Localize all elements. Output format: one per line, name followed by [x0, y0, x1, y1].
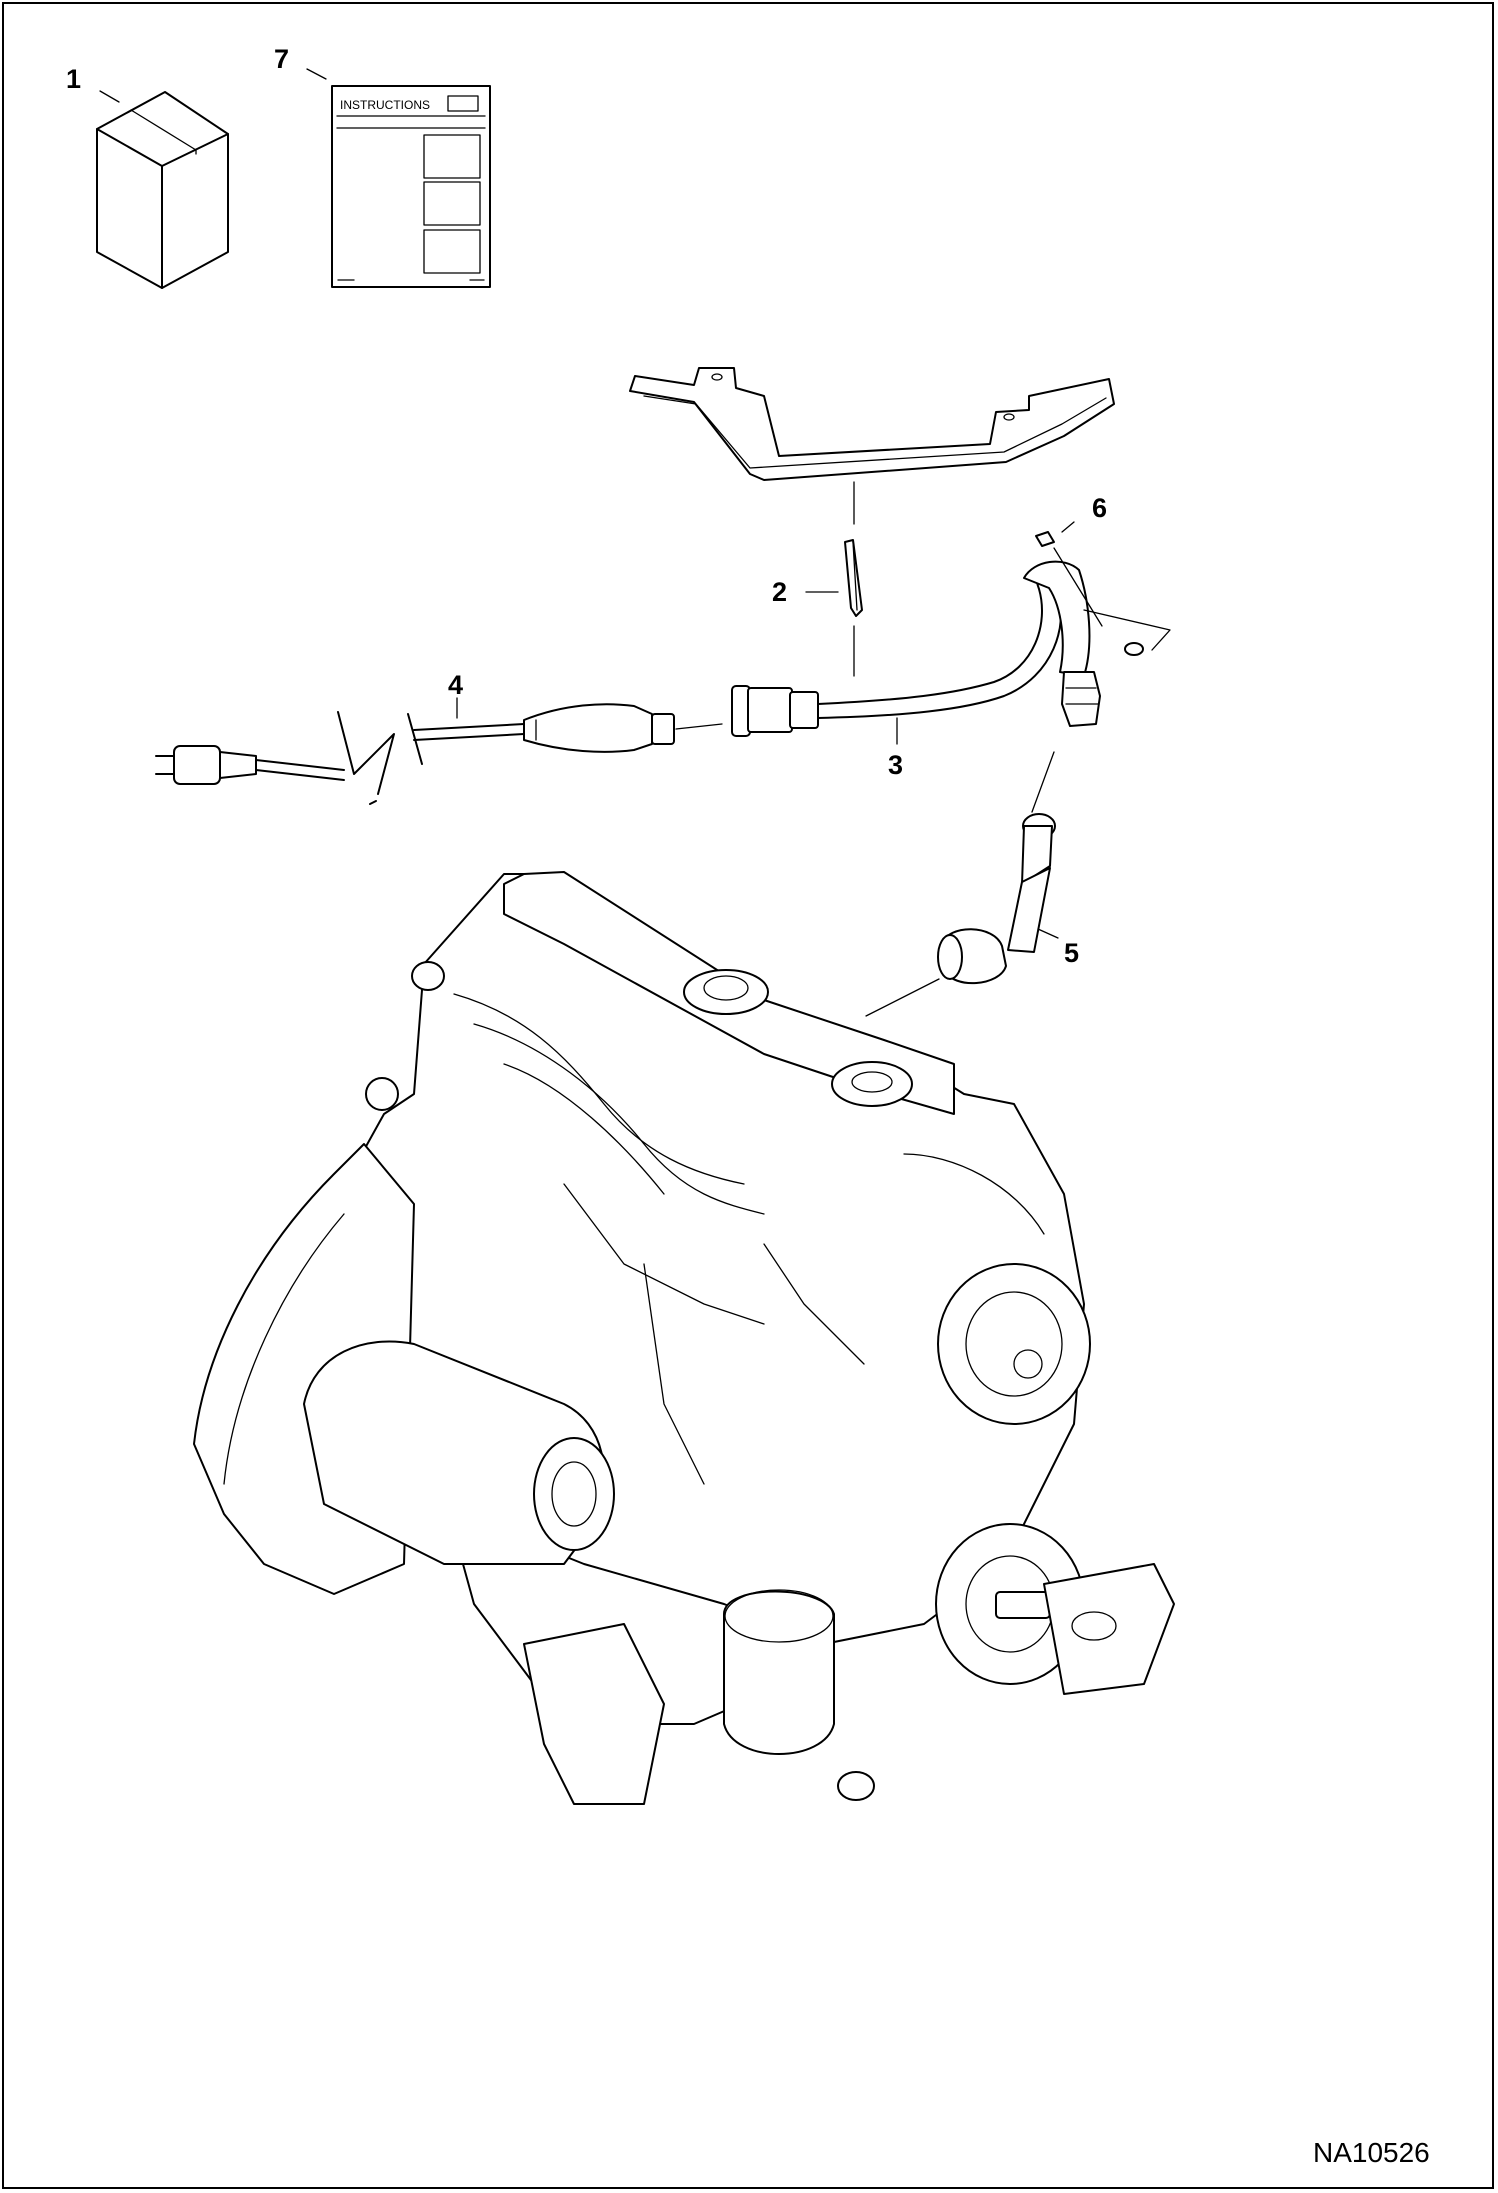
- callout-6: 6: [1092, 493, 1107, 523]
- callout-2: 2: [772, 577, 787, 607]
- kit-box-illustration: [96, 91, 229, 289]
- callout-5: 5: [1064, 938, 1079, 968]
- engine-assembly: [193, 871, 1175, 1805]
- engine-leader: [865, 978, 940, 1017]
- figure-id: NA10526: [1313, 2137, 1430, 2168]
- mounting-bracket: [629, 367, 1115, 481]
- heater-leader: [1031, 751, 1055, 813]
- power-cord: [155, 703, 675, 805]
- leader-6: [1061, 521, 1075, 533]
- leader-5: [1037, 928, 1059, 939]
- callout-1: 1: [66, 64, 81, 94]
- screw-leader: [1053, 547, 1103, 627]
- callout-3: 3: [888, 750, 903, 780]
- screw: [1035, 531, 1055, 547]
- cord-leader: [675, 723, 723, 730]
- instruction-sheet-label: INSTRUCTIONS: [340, 98, 430, 112]
- instruction-sheet-illustration: [331, 85, 491, 288]
- leader-7: [306, 68, 327, 80]
- leader-1: [99, 90, 120, 103]
- callout-7: 7: [274, 44, 289, 74]
- cable-tie: [844, 539, 863, 617]
- heater-harness: [731, 560, 1171, 737]
- callout-4: 4: [448, 670, 463, 700]
- parts-diagram: 1 INSTRUCTIONS 7 2: [66, 44, 1430, 2168]
- block-heater-element: [937, 813, 1056, 984]
